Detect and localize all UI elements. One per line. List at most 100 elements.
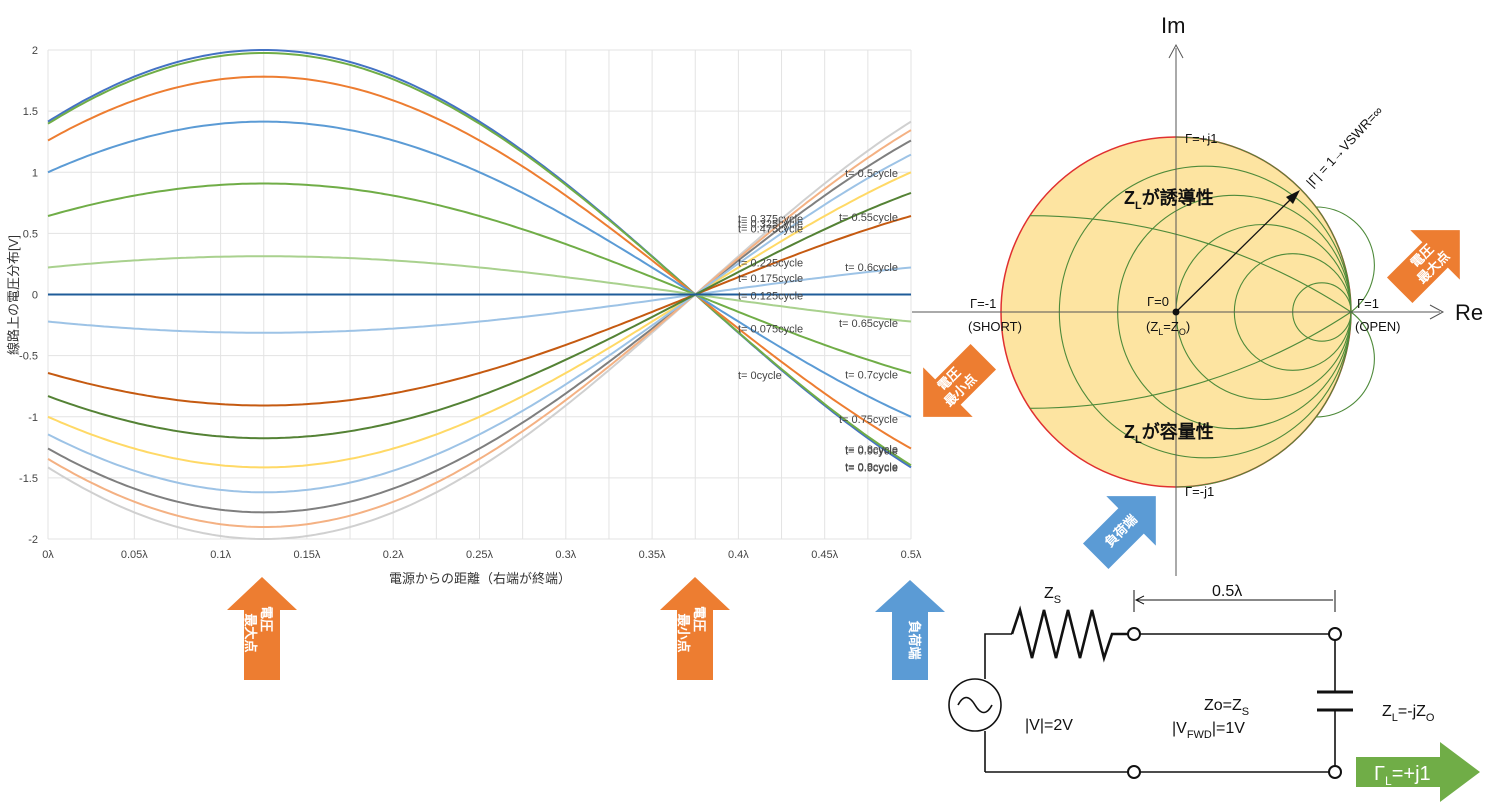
- curve-label: t= 0.225cycle: [738, 258, 803, 270]
- series-line: [47, 120, 912, 418]
- gamma-vector-head: [1286, 190, 1300, 204]
- re-axis-arrowhead: [1429, 304, 1445, 320]
- y-axis-label: 線路上の電圧分布[V]: [6, 235, 21, 355]
- curve-label: t= 0.9cycle: [845, 462, 898, 474]
- curve-label: t= 0.75cycle: [839, 414, 898, 426]
- curve-label: t= 0.125cycle: [738, 291, 803, 303]
- voltage-max-label: 電圧最大点: [243, 606, 274, 653]
- y-tick-label: 0.5: [23, 228, 38, 240]
- x-tick-label: 0.25λ: [466, 549, 493, 561]
- x-tick-label: 0.3λ: [555, 549, 576, 561]
- series-line: [47, 153, 912, 494]
- curve-label: t= 0.8cycle: [845, 461, 898, 473]
- open-label: (OPEN): [1355, 319, 1401, 334]
- re-label: Re: [1455, 300, 1483, 325]
- load-end-label: 負荷端: [907, 620, 922, 659]
- series-line: [47, 215, 912, 407]
- capacitive-label: ZLが容量性: [1124, 421, 1214, 446]
- load-terminal-top: [1328, 627, 1342, 641]
- y-tick-labels: 21.510.50-0.5-1-1.5-2: [19, 45, 38, 546]
- y-tick-label: 1: [32, 167, 38, 179]
- x-tick-label: 0.35λ: [639, 549, 666, 561]
- gamma-bottom-label: Γ=-j1: [1185, 484, 1214, 499]
- wire: [984, 633, 1012, 679]
- curve-label: t= 0.475cycle: [738, 223, 803, 235]
- x-tick-label: 0.5λ: [901, 549, 922, 561]
- y-tick-label: -1: [28, 412, 38, 424]
- curve-label: t= 0.65cycle: [839, 318, 898, 330]
- curve-label: t= 0cycle: [738, 370, 782, 382]
- im-label: Im: [1161, 13, 1185, 38]
- y-tick-label: -0.5: [19, 351, 38, 363]
- series-line: [47, 182, 912, 374]
- gamma-left-label: Γ=-1: [970, 296, 996, 311]
- x-tick-label: 0λ: [42, 549, 54, 561]
- reactance-arc: [1029, 215, 1352, 313]
- load-end-arrow: 負荷端: [875, 580, 945, 680]
- curve-label: t= 0.7cycle: [845, 370, 898, 382]
- series-line: [47, 75, 912, 450]
- series-line: [47, 191, 912, 440]
- series-line: [47, 52, 912, 467]
- inductive-label: ZLが誘導性: [1124, 187, 1214, 212]
- voltage-min-arrow: 電圧最小点: [660, 577, 730, 680]
- reactance-arc: [1315, 206, 1375, 313]
- curve-label: t= 0.175cycle: [738, 273, 803, 285]
- source-voltage-label: |V|=2V: [1025, 717, 1073, 734]
- series-line: [47, 266, 912, 334]
- x-tick-label: 0.45λ: [811, 549, 838, 561]
- zl-label: ZL=-jZO: [1382, 703, 1435, 724]
- curve-label: t= 0.325cycle: [738, 219, 803, 231]
- series-line: [47, 120, 912, 540]
- short-label: (SHORT): [968, 319, 1022, 334]
- ac-source-wave: [957, 696, 993, 714]
- x-axis-label: 電源からの距離（右端が終端）: [389, 571, 571, 586]
- series-line: [47, 255, 912, 323]
- x-tick-label: 0.1λ: [210, 549, 231, 561]
- zs-label: ZS: [1044, 585, 1061, 606]
- smith-chart: Im Re Γ=+j1 Γ=-j1 Γ=-1 (SHORT) Γ=0 (ZL=Z…: [912, 13, 1483, 576]
- circuit-diagram: [948, 590, 1353, 779]
- y-tick-label: 0: [32, 290, 38, 302]
- reactance-arc: [1315, 311, 1375, 418]
- zl-zo-label: (ZL=ZO): [1146, 319, 1190, 337]
- y-tick-label: 2: [32, 45, 38, 57]
- zo-label: Zo=ZS: [1204, 697, 1249, 718]
- voltage-min-label: 電圧最小点: [676, 606, 707, 653]
- smith-voltage-max-arrow: 電圧最大点: [1386, 230, 1460, 304]
- y-tick-label: -2: [28, 534, 38, 546]
- curve-label: t= 0.55cycle: [839, 212, 898, 224]
- gamma-zero-label: Γ=0: [1147, 294, 1169, 309]
- gamma-vector: [1175, 197, 1293, 313]
- x-tick-label: 0.4λ: [728, 549, 749, 561]
- reactance-arc: [1029, 311, 1352, 409]
- series-line: [47, 139, 912, 514]
- series-line: [47, 171, 912, 469]
- dimension-arrow: [1134, 595, 1145, 605]
- source-resistor: [1010, 605, 1128, 663]
- input-terminal-top: [1127, 627, 1141, 641]
- curve-label: t= 0.075cycle: [738, 324, 803, 336]
- curve-label: t= 0.9cycle: [845, 445, 898, 457]
- x-tick-label: 0.2λ: [383, 549, 404, 561]
- gamma-l-label: ΓL=+j1: [1374, 763, 1431, 788]
- vfwd-label: |VFWD|=1V: [1172, 720, 1245, 741]
- smith-voltage-min-arrow: 電圧最小点: [923, 343, 997, 417]
- gamma-l-arrow: ΓL=+j1: [1356, 742, 1480, 802]
- vswr-label: |Γ| = 1→VSWR=∞: [1303, 103, 1385, 190]
- voltage-max-arrow: 電圧最大点: [227, 577, 297, 680]
- input-terminal-bottom: [1127, 765, 1141, 779]
- curve-label: t= 0.375cycle: [738, 214, 803, 226]
- circuit-labels: ZS 0.5λ |V|=2V Zo=ZS |VFWD|=1V ZL=-jZO: [1025, 583, 1435, 741]
- reactance-arc: [1175, 311, 1352, 488]
- reactance-arc: [1175, 136, 1352, 313]
- gamma-top-label: Γ=+j1: [1185, 131, 1217, 146]
- curve-label: t= 0.5cycle: [845, 168, 898, 180]
- im-axis-arrowhead: [1168, 43, 1184, 59]
- y-tick-label: -1.5: [19, 473, 38, 485]
- load-terminal-bottom: [1328, 765, 1342, 779]
